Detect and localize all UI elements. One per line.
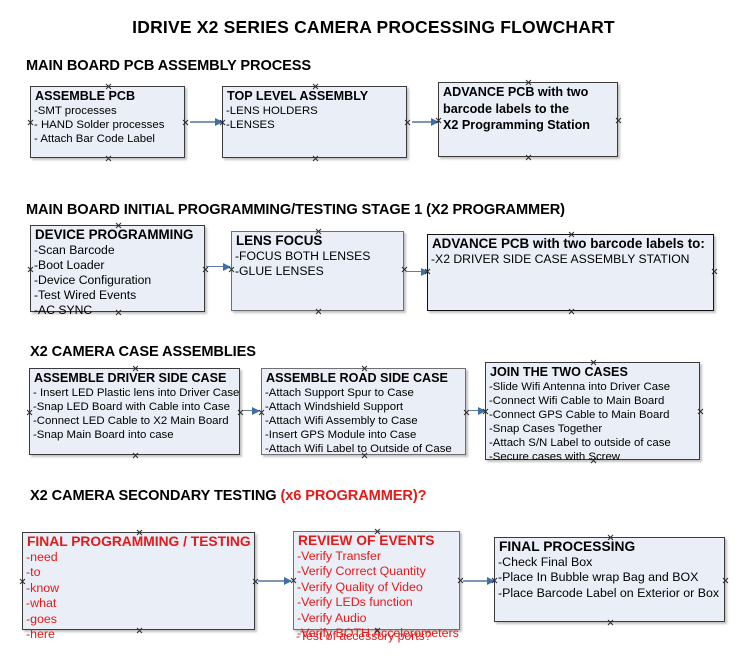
page-title: IDRIVE X2 SERIES CAMERA PROCESSING FLOWC… — [132, 17, 615, 37]
node-advance-pcb-programming-station[interactable]: ADVANCE PCB with two barcode labels to t… — [438, 82, 618, 157]
node-line: - HAND Solder processes — [34, 118, 165, 131]
arrow-s4-1-to-2 — [258, 576, 292, 585]
node-title: ASSEMBLE DRIVER SIDE CASE — [34, 371, 227, 385]
node-title: REVIEW OF EVENTS — [298, 533, 435, 548]
node-line: -Attach Support Spur to Case — [265, 386, 414, 399]
node-line: -Check Final Box — [498, 554, 593, 569]
node-title: FINAL PROGRAMMING / TESTING — [27, 534, 251, 549]
section-heading-4-accent: (x6 PROGRAMMER)? — [280, 488, 427, 504]
node-title-line3: X2 Programming Station — [443, 118, 590, 132]
node-final-processing[interactable]: FINAL PROCESSING -Check Final Box -Place… — [494, 537, 725, 622]
node-line: -Connect Wifi Cable to Main Board — [489, 394, 665, 407]
connector-handle-bottom[interactable] — [105, 155, 112, 162]
node-title: ASSEMBLE ROAD SIDE CASE — [266, 371, 448, 385]
node-title-line2: barcode labels to the — [443, 101, 569, 116]
node-title: ADVANCE PCB with two barcode labels to: — [432, 236, 705, 251]
node-line: - Insert LED Plastic lens into Driver Ca… — [33, 386, 240, 399]
node-line: -Secure cases with Screw — [489, 450, 621, 463]
node-line: -what — [26, 596, 57, 610]
node-title: DEVICE PROGRAMMING — [35, 227, 194, 242]
node-line: -Device Configuration — [34, 272, 152, 287]
node-line: -Attach Wifi Assembly to Case — [265, 414, 418, 427]
node-line-overflow: -Test of accessory ports? — [296, 629, 432, 643]
node-title: ADVANCE PCB with two — [443, 85, 589, 99]
node-line: -X2 DRIVER SIDE CASE ASSEMBLY STATION — [431, 251, 690, 266]
node-line: -Verify LEDs function — [297, 595, 413, 609]
node-title: JOIN THE TWO CASES — [490, 365, 628, 379]
node-line: -Verify Audio — [297, 610, 367, 625]
node-line: -Connect GPS Cable to Main Board — [489, 408, 670, 421]
node-line: -Test Wired Events — [34, 287, 137, 302]
arrow-s3-1-to-2 — [243, 405, 260, 417]
node-line: -LENS HOLDERS — [226, 104, 318, 117]
node-advance-pcb-driver-side-station[interactable]: ADVANCE PCB with two barcode labels to: … — [427, 234, 714, 311]
connector-handle-bottom[interactable] — [607, 619, 614, 626]
node-line: -Verify BOTH Accelerometers — [297, 626, 459, 640]
section-heading-1-text: MAIN BOARD PCB ASSEMBLY PROCESS — [26, 58, 312, 74]
node-top-level-assembly[interactable]: TOP LEVEL ASSEMBLY -LENS HOLDERS -LENSES — [222, 86, 407, 158]
node-line: -Slide Wifi Antenna into Driver Case — [489, 380, 671, 393]
node-line: -Verify Transfer — [297, 548, 382, 563]
node-line: -Attach Wifi Label to Outside of Case — [265, 442, 452, 455]
section-heading-2-text: MAIN BOARD INITIAL PROGRAMMING/TESTING S… — [26, 202, 565, 218]
node-line: -Place In Bubble wrap Bag and BOX — [498, 570, 699, 584]
node-line: -Scan Barcode — [34, 242, 115, 257]
arrow-s2-2-to-3 — [406, 266, 429, 278]
section-heading-4: X2 CAMERA SECONDARY TESTING (x6 PROGRAMM… — [30, 488, 427, 504]
node-assemble-pcb[interactable]: ASSEMBLE PCB -SMT processes - HAND Solde… — [30, 86, 185, 158]
node-review-of-events[interactable]: REVIEW OF EVENTS -Verify Transfer -Verif… — [293, 531, 460, 640]
arrow-s1-2-to-3 — [412, 117, 439, 126]
node-line: -goes — [26, 611, 57, 626]
node-line: -Insert GPS Module into Case — [265, 428, 417, 441]
node-join-the-two-cases[interactable]: JOIN THE TWO CASES -Slide Wifi Antenna i… — [485, 362, 700, 463]
connector-handle-bottom[interactable] — [568, 308, 575, 315]
node-line: -SMT processes — [34, 104, 117, 117]
node-line: -Connect LED Cable to X2 Main Board — [33, 414, 229, 427]
connector-handle-bottom[interactable] — [312, 155, 319, 162]
arrow-s2-1-to-2 — [206, 261, 231, 273]
arrow-s4-2-to-3 — [463, 576, 495, 585]
connector-handle-right[interactable] — [711, 268, 718, 275]
node-line: -Verify Correct Quantity — [297, 564, 426, 578]
connector-handle-bottom[interactable] — [315, 308, 322, 315]
section-heading-3: X2 CAMERA CASE ASSEMBLIES — [30, 344, 256, 360]
arrow-s3-2-to-3 — [469, 405, 486, 417]
section-heading-1: MAIN BOARD PCB ASSEMBLY PROCESS — [26, 58, 311, 74]
node-assemble-driver-side-case[interactable]: ASSEMBLE DRIVER SIDE CASE - Insert LED P… — [29, 368, 240, 455]
node-title: TOP LEVEL ASSEMBLY — [227, 89, 369, 103]
node-line: -Verify Quality of Video — [297, 579, 423, 594]
node-line: -FOCUS BOTH LENSES — [235, 248, 371, 263]
node-line: -LENSES — [226, 118, 275, 131]
node-line: -GLUE LENSES — [235, 263, 324, 278]
section-heading-3-text: X2 CAMERA CASE ASSEMBLIES — [30, 344, 256, 360]
node-line: -Snap Main Board into case — [33, 428, 174, 441]
node-line: -know — [26, 580, 60, 595]
arrow-s1-1-to-2 — [190, 117, 223, 126]
section-heading-2: MAIN BOARD INITIAL PROGRAMMING/TESTING S… — [26, 202, 565, 218]
connector-handle-bottom[interactable] — [132, 452, 139, 459]
connector-handle-bottom[interactable] — [525, 154, 532, 161]
node-line: -Boot Loader — [34, 257, 105, 272]
node-title: LENS FOCUS — [236, 233, 323, 248]
node-line: - Attach Bar Code Label — [34, 132, 155, 145]
section-heading-4-text: X2 CAMERA SECONDARY TESTING — [30, 488, 281, 504]
node-title: FINAL PROCESSING — [499, 539, 636, 554]
node-line: -Place Barcode Label on Exterior or Box — [498, 585, 720, 600]
node-line: -Snap LED Board with Cable into Case — [33, 400, 230, 413]
node-lens-focus[interactable]: LENS FOCUS -FOCUS BOTH LENSES -GLUE LENS… — [231, 231, 404, 311]
node-assemble-road-side-case[interactable]: ASSEMBLE ROAD SIDE CASE -Attach Support … — [261, 368, 466, 455]
node-line: -AC SYNC — [34, 302, 93, 317]
node-device-programming[interactable]: DEVICE PROGRAMMING -Scan Barcode -Boot L… — [30, 225, 205, 317]
node-title: ASSEMBLE PCB — [35, 89, 136, 103]
node-line: -need — [26, 549, 58, 564]
node-final-programming-testing[interactable]: FINAL PROGRAMMING / TESTING -need -to -k… — [22, 532, 255, 641]
node-line: -here — [26, 627, 55, 641]
node-line: -Snap Cases Together — [489, 422, 603, 435]
node-line: -to — [26, 565, 41, 579]
node-line: -Attach S/N Label to outside of case — [489, 436, 671, 449]
node-line: -Attach Windshield Support — [265, 400, 404, 413]
